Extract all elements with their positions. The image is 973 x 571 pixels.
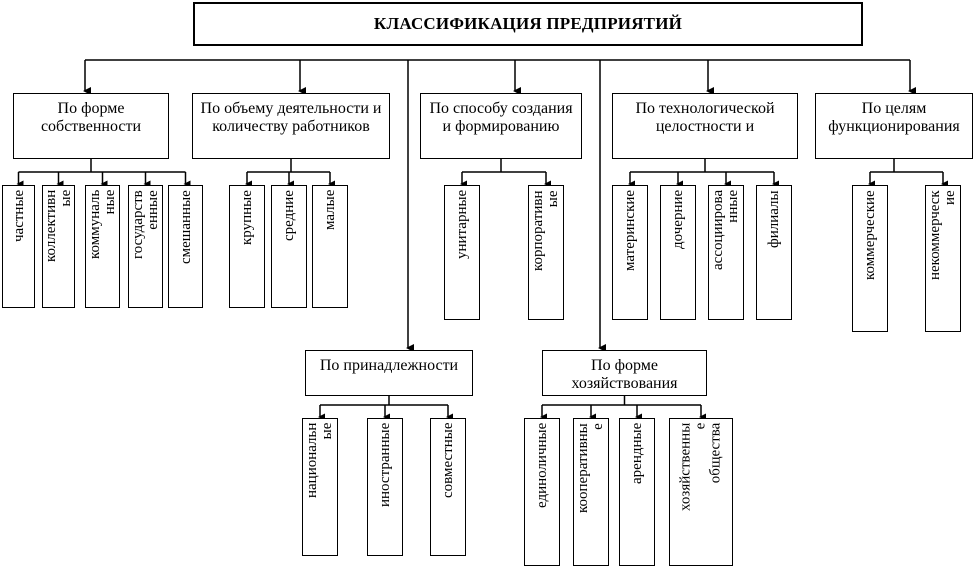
leaf-box: смешанные	[168, 185, 203, 308]
leaf-box: коммерческие	[852, 185, 888, 332]
leaf-box: филиалы	[756, 185, 792, 320]
leaf-box: материнские	[612, 185, 648, 320]
leaf-box: единоличные	[524, 418, 560, 566]
group-size: По объему деятельности и количеству рабо…	[192, 93, 390, 159]
group-label: По принадлежности	[319, 357, 459, 374]
group-label: По форме собственности	[40, 100, 142, 135]
group-affiliation: По принадлежности	[305, 350, 473, 396]
group-label: По объему деятельности и количеству рабо…	[200, 100, 382, 135]
group-label: По технологической целостности и	[635, 100, 775, 135]
leaf-label: малые	[322, 189, 338, 230]
group-economic: По форме хозяйствования	[542, 350, 707, 396]
leaf-label: частные	[10, 189, 27, 242]
leaf-box: совместные	[430, 418, 466, 556]
leaf-label: смешанные	[177, 190, 194, 264]
group-ownership: По форме собственности	[13, 93, 169, 159]
leaf-label: иностранные	[377, 422, 393, 507]
group-tech: По технологической целостности и	[612, 93, 798, 159]
leaf-label: крупные	[239, 190, 255, 245]
leaf-box: средние	[271, 185, 307, 308]
leaf-label: средние	[281, 190, 297, 241]
leaf-label: коммерческие	[862, 190, 878, 280]
leaf-label: совместные	[440, 422, 456, 498]
diagram-title: КЛАССИФИКАЦИЯ ПРЕДПРИЯТИЙ	[193, 2, 863, 46]
group-label: По целям функционирования	[828, 100, 960, 135]
leaf-label: единоличные	[534, 422, 550, 508]
group-goals: По целям функционирования	[815, 93, 973, 159]
leaf-box: иностранные	[367, 418, 403, 556]
group-label: По способу создания и формированию	[429, 100, 573, 135]
leaf-box: частные	[2, 185, 35, 308]
group-creation: По способу создания и формированию	[420, 93, 582, 159]
leaf-box: арендные	[619, 418, 655, 566]
leaf-box: унитарные	[444, 185, 480, 320]
leaf-label: дочерние	[670, 189, 686, 249]
leaf-box: крупные	[229, 185, 265, 308]
leaf-label: филиалы	[766, 190, 782, 248]
leaf-label: материнские	[622, 189, 638, 271]
leaf-box: малые	[312, 185, 348, 308]
leaf-label: унитарные	[454, 189, 470, 259]
leaf-label: арендные	[629, 422, 645, 484]
leaf-box: дочерние	[660, 185, 696, 320]
group-label: По форме хозяйствования	[571, 357, 678, 392]
